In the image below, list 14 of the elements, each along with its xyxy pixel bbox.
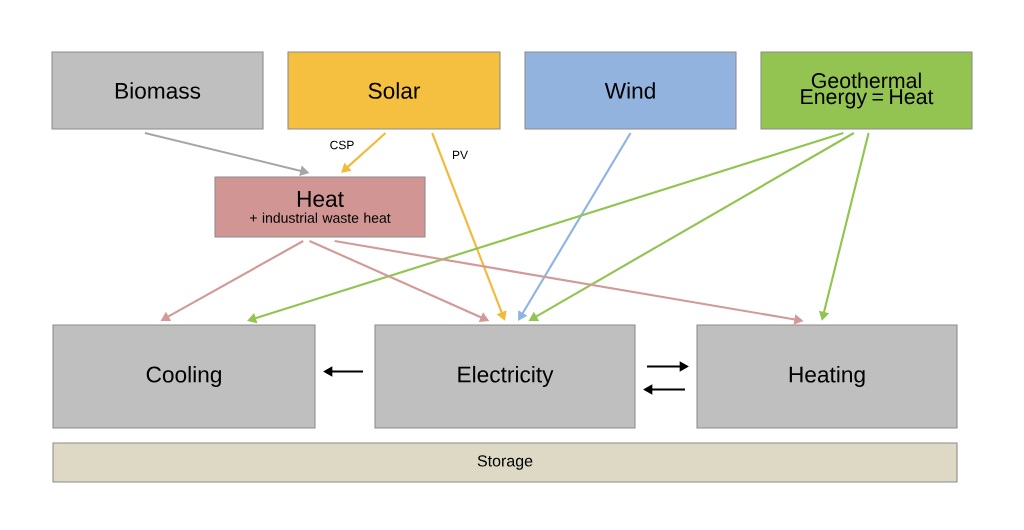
node-box: Geothermal Energy = Heat [760,51,973,130]
node-box: Heat + industrial waste heat [214,176,426,238]
arrow [341,132,387,173]
arrow [518,132,632,321]
arrow [247,131,844,324]
edge-label: CSP [328,139,356,151]
node-box: Wind [524,51,737,130]
node-box: Electricity [374,324,636,429]
node-box: Heating [696,324,958,429]
node-box: Biomass [51,51,264,130]
node-box: Cooling [52,324,316,429]
node-box: Solar [287,51,501,130]
storage-bar: Storage [52,442,958,483]
edge-label: PV [450,149,470,161]
